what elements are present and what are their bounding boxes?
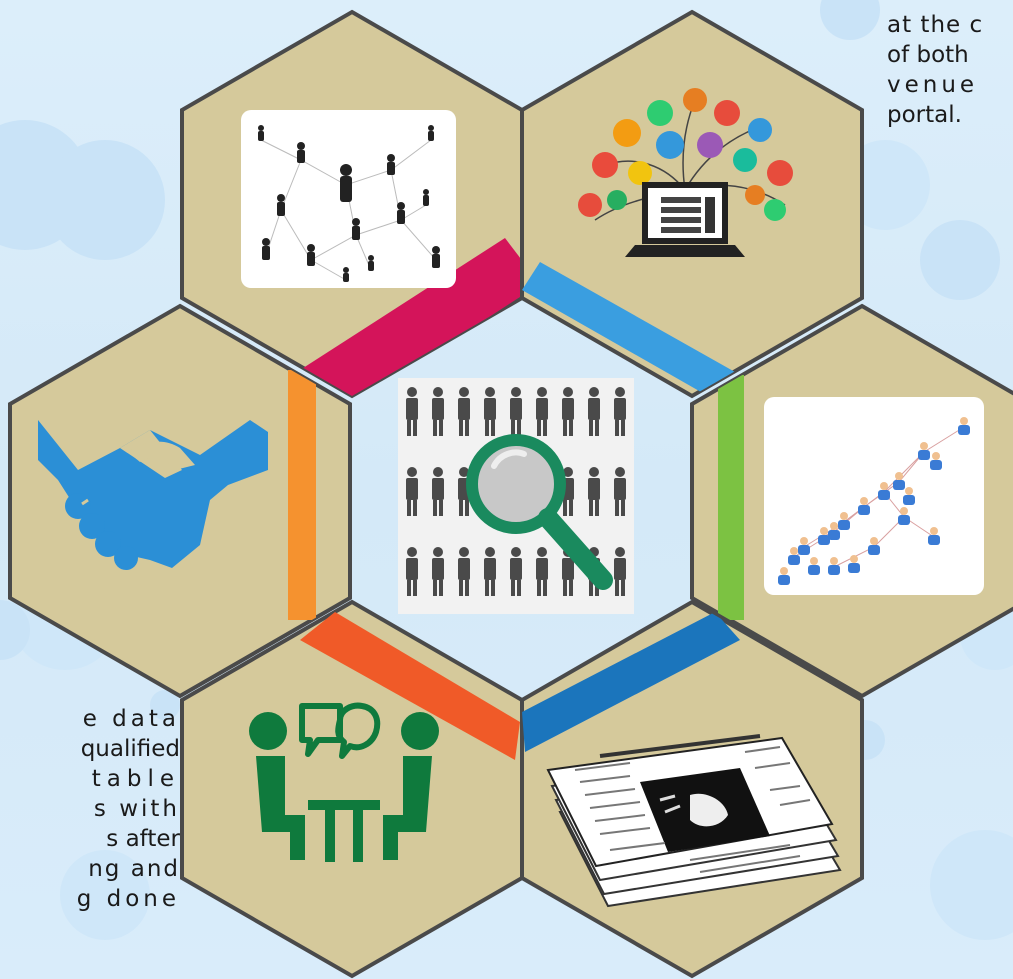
laptop-apps-icon xyxy=(578,88,793,257)
text-line: ng and xyxy=(88,856,180,882)
text-line: portal. xyxy=(887,102,962,128)
people-network-photo xyxy=(241,110,456,288)
text-line: of both xyxy=(887,42,969,68)
text-line: at the c xyxy=(887,12,984,38)
background-bubble xyxy=(45,140,165,260)
text-line: g done xyxy=(76,886,180,912)
people-network-icon xyxy=(258,125,440,282)
newspaper-stack-icon xyxy=(546,734,842,908)
right-paragraph: at the c of both venue portal. xyxy=(887,10,1013,130)
background-bubble xyxy=(60,850,150,940)
text-line: table xyxy=(91,766,180,792)
handshake-icon xyxy=(38,420,268,570)
text-line: qualified xyxy=(80,736,180,762)
people-search-photo xyxy=(398,378,634,614)
text-line: s with xyxy=(93,796,180,822)
left-paragraph: e data qualified table s with s after ng… xyxy=(0,704,180,914)
hexagon-bottom-left xyxy=(180,599,524,979)
text-line: e data xyxy=(82,706,180,732)
text-line: s after xyxy=(106,826,180,852)
people-magnifier-icon xyxy=(406,387,626,596)
background-bubble xyxy=(930,830,1013,940)
text-line: venue xyxy=(887,72,979,98)
org-chart-people-icon xyxy=(778,417,970,585)
background-bubble xyxy=(920,220,1000,300)
interview-people-icon xyxy=(249,702,439,862)
org-chart-photo xyxy=(764,397,984,595)
